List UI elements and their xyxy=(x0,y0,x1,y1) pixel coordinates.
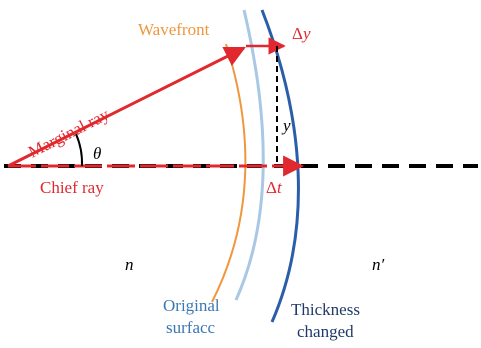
marginal-ray xyxy=(7,46,246,168)
y-label: y xyxy=(281,116,291,135)
chief-ray-label: Chief ray xyxy=(40,178,104,197)
theta-label: θ xyxy=(93,144,101,163)
n-label: n xyxy=(125,255,134,274)
original-surface-curve xyxy=(234,9,265,301)
wavefront-label: Wavefront xyxy=(138,20,210,39)
delta-t-label: Δt xyxy=(266,178,283,197)
thickness-changed-label-line1: Thickness xyxy=(291,300,360,319)
original-surface-label-line2: surfacc xyxy=(166,318,216,337)
thickness-changed-label-line2: changed xyxy=(297,322,354,341)
delta-y-label: Δy xyxy=(292,24,311,43)
original-surface-label-line1: Original xyxy=(163,296,220,315)
theta-angle-arc xyxy=(75,133,84,167)
n-prime-label: n′ xyxy=(372,255,385,274)
wavefront-curve xyxy=(211,43,247,303)
